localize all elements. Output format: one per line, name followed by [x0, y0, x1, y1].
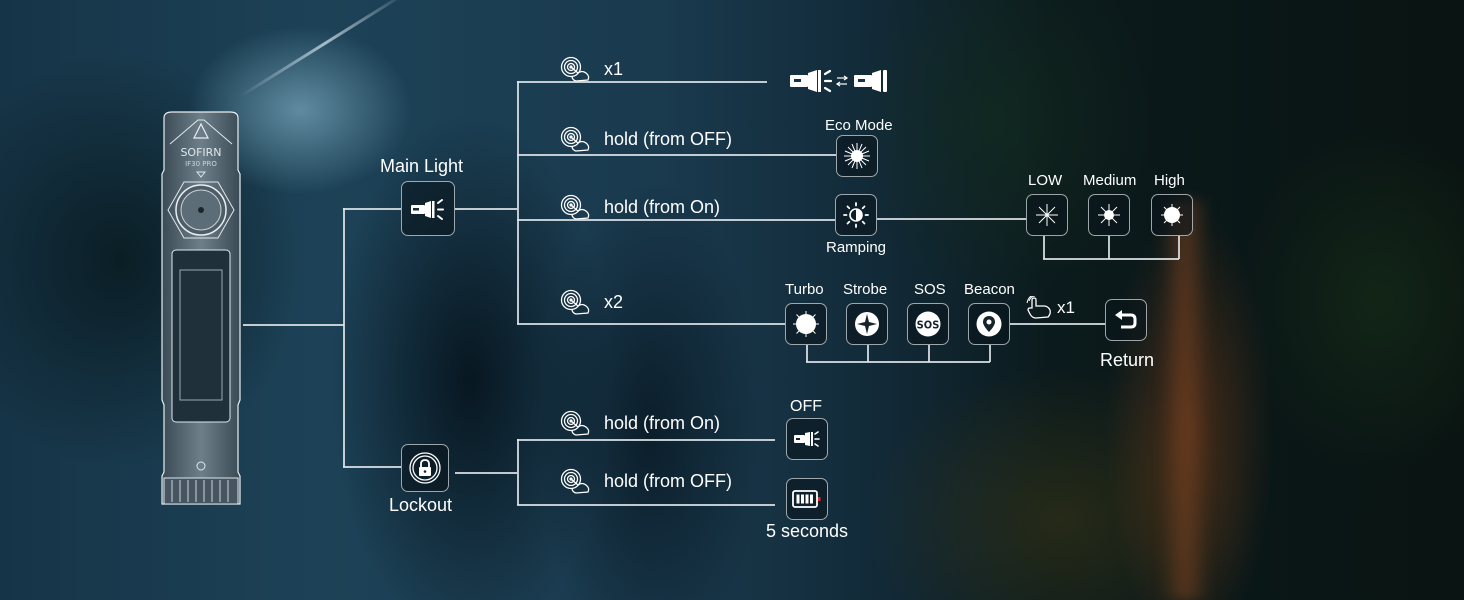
connector-lock-bracket: [517, 439, 519, 505]
turbo-sun-icon: [793, 311, 819, 337]
flashlight-illustration: SOFIRN IF30 PRO: [161, 111, 241, 505]
medium-sun-icon: [1098, 204, 1120, 226]
connector-beacon-down: [989, 345, 991, 362]
connector-trunk: [343, 208, 345, 467]
connector-high-down: [1178, 236, 1180, 259]
ramping-node[interactable]: [835, 194, 877, 236]
action-hold-from-off-label: hold (from OFF): [604, 128, 733, 149]
medium-label: Medium: [1083, 172, 1137, 189]
flashlight-on-icon: [411, 198, 444, 220]
return-arrow-icon: [1115, 310, 1137, 329]
action-x1: x1: [560, 56, 623, 82]
branch-x2: [517, 323, 785, 325]
off-node[interactable]: [786, 418, 828, 460]
action-x2: x2: [560, 289, 623, 315]
action-return-tap: x1: [1026, 296, 1075, 320]
return-node[interactable]: [1105, 299, 1147, 341]
model-name: IF30 PRO: [185, 160, 217, 168]
turbo-node[interactable]: [785, 303, 827, 345]
action-lock-hold-from-off: hold (from OFF): [560, 468, 732, 494]
sos-icon-text: SOS: [917, 319, 940, 332]
low-node[interactable]: [1026, 194, 1068, 236]
beacon-node[interactable]: [968, 303, 1010, 345]
connector-main-light-out: [455, 208, 517, 210]
action-x1-label: x1: [604, 58, 624, 79]
sos-label: SOS: [914, 281, 946, 298]
five-seconds-label: 5 seconds: [766, 521, 849, 541]
battery-node[interactable]: [786, 478, 828, 520]
connector-ramping-levels: [877, 218, 1026, 220]
connector-lockout-out: [455, 472, 517, 474]
high-node[interactable]: [1151, 194, 1193, 236]
meteor-streak: [239, 0, 411, 98]
tree-trunk-backdrop: [1160, 200, 1210, 600]
sos-node[interactable]: SOS: [907, 303, 949, 345]
medium-node[interactable]: [1088, 194, 1130, 236]
off-label: OFF: [790, 398, 822, 415]
branch-hold-on: [517, 219, 835, 221]
high-sun-icon: [1161, 204, 1183, 226]
tap-hand-icon: [1026, 296, 1051, 319]
action-hold-from-on-label: hold (from On): [604, 196, 721, 217]
action-lock-hold-from-on-label: hold (from On): [604, 412, 721, 433]
connector-strobe-down: [867, 345, 869, 362]
action-x2-label: x2: [604, 291, 624, 312]
strobe-label: Strobe: [843, 281, 888, 298]
flashlight-off-icon: [794, 431, 820, 447]
action-hold-from-off: hold (from OFF): [560, 126, 732, 152]
turbo-label: Turbo: [785, 281, 824, 298]
eco-mode-node[interactable]: [836, 135, 878, 177]
high-label: High: [1154, 172, 1185, 189]
low-sun-icon: [1036, 204, 1058, 226]
main-light-label: Main Light: [380, 156, 464, 176]
tap-icon: [560, 468, 590, 494]
connector-main-bracket: [517, 81, 519, 324]
low-label: LOW: [1028, 172, 1063, 189]
connector-sos-down: [928, 345, 930, 362]
branch-x1: [517, 81, 767, 83]
connector-special-cycle: [806, 361, 990, 363]
ramping-label: Ramping: [826, 239, 887, 256]
branch-lock-hold-on: [517, 439, 775, 441]
connector-levels-cycle: [1043, 258, 1179, 260]
eco-mode-label: Eco Mode: [825, 117, 893, 134]
tap-icon: [560, 56, 590, 82]
connector-flashlight: [243, 324, 344, 326]
lock-icon: [409, 452, 441, 484]
action-return-tap-label: x1: [1057, 298, 1075, 317]
main-light-node[interactable]: [401, 181, 455, 236]
tap-icon: [560, 410, 590, 436]
connector-medium-down: [1108, 236, 1110, 259]
connector-main-light-in: [343, 208, 401, 210]
action-lock-hold-from-off-label: hold (from OFF): [604, 470, 733, 491]
branch-lock-hold-off: [517, 504, 775, 506]
tap-icon: [560, 194, 590, 220]
branch-hold-off: [517, 154, 836, 156]
action-lock-hold-from-on: hold (from On): [560, 410, 720, 436]
toggle-on-off-icon: [790, 69, 887, 93]
lockout-node[interactable]: [401, 444, 449, 492]
beacon-label: Beacon: [964, 281, 1015, 298]
ramping-half-sun-icon: [843, 202, 869, 228]
eco-sun-icon: [844, 143, 870, 169]
connector-low-down: [1043, 236, 1045, 259]
tap-icon: [560, 289, 590, 315]
connector-turbo-down: [806, 345, 808, 362]
connector-lockout-in: [343, 466, 401, 468]
lockout-label: Lockout: [389, 495, 453, 515]
location-pin-icon: [976, 311, 1002, 337]
strobe-icon: [855, 312, 879, 336]
battery-icon: [792, 490, 821, 508]
action-hold-from-on: hold (from On): [560, 194, 720, 220]
sos-icon: SOS: [915, 311, 941, 337]
strobe-node[interactable]: [846, 303, 888, 345]
brand-logo: SOFIRN: [180, 146, 221, 159]
connector-return: [1010, 323, 1105, 325]
tap-icon: [560, 126, 590, 152]
return-label: Return: [1100, 350, 1155, 370]
